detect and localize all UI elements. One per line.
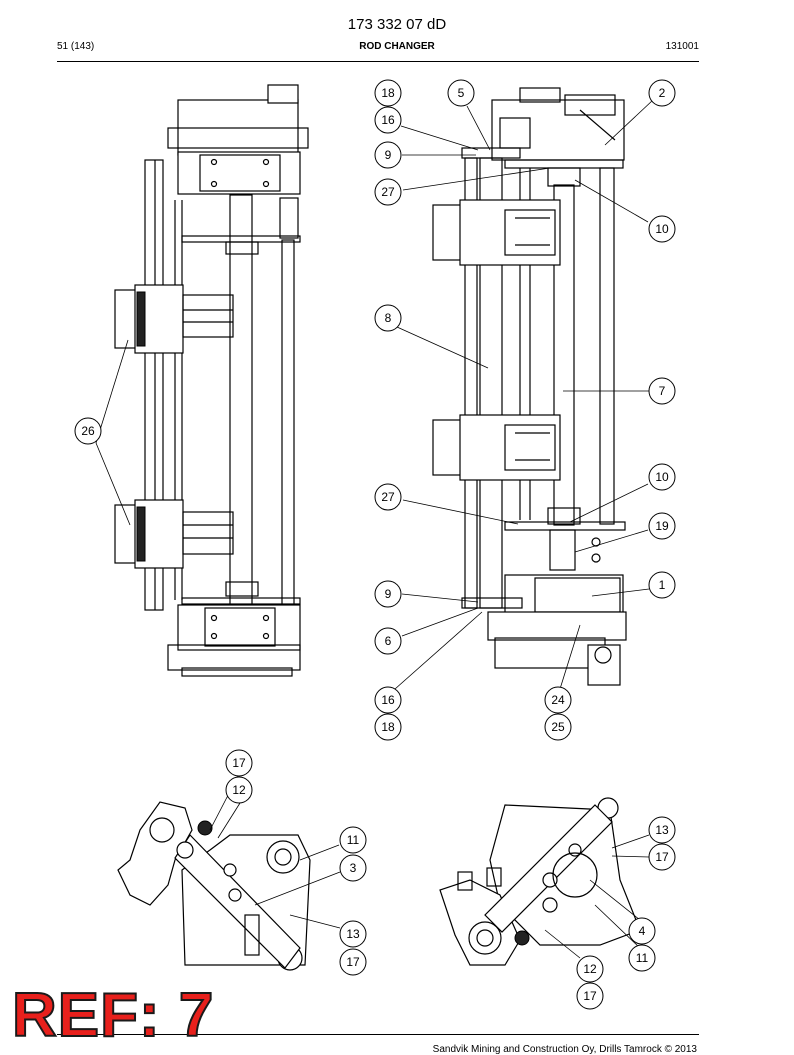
callout-9: 9 bbox=[374, 141, 402, 169]
footer-copyright: Sandvik Mining and Construction Oy, Dril… bbox=[432, 1044, 697, 1055]
leader-lines bbox=[95, 99, 654, 959]
svg-text:12: 12 bbox=[232, 783, 246, 797]
callout-13: 13 bbox=[339, 920, 367, 948]
svg-text:13: 13 bbox=[346, 927, 360, 941]
callout-16: 16 bbox=[374, 106, 402, 134]
callout-17: 17 bbox=[576, 982, 604, 1010]
svg-text:25: 25 bbox=[551, 720, 565, 734]
callout-4: 4 bbox=[628, 917, 656, 945]
page-title: ROD CHANGER bbox=[359, 41, 435, 52]
svg-text:6: 6 bbox=[385, 634, 392, 648]
svg-text:1: 1 bbox=[659, 578, 666, 592]
callout-24: 24 bbox=[544, 686, 572, 714]
callout-18: 18 bbox=[374, 79, 402, 107]
callout-17: 17 bbox=[225, 749, 253, 777]
callout-3: 3 bbox=[339, 854, 367, 882]
callout-7: 7 bbox=[648, 377, 676, 405]
svg-text:3: 3 bbox=[350, 861, 357, 875]
svg-text:18: 18 bbox=[381, 86, 395, 100]
svg-text:26: 26 bbox=[81, 424, 95, 438]
callout-8: 8 bbox=[374, 304, 402, 332]
callout-5: 5 bbox=[447, 79, 475, 107]
reference-stamp: REF: 7 bbox=[11, 981, 215, 1050]
svg-text:24: 24 bbox=[551, 693, 565, 707]
svg-text:13: 13 bbox=[655, 823, 669, 837]
svg-text:12: 12 bbox=[583, 962, 597, 976]
callout-27: 27 bbox=[374, 178, 402, 206]
callout-27: 27 bbox=[374, 483, 402, 511]
svg-text:18: 18 bbox=[381, 720, 395, 734]
svg-text:11: 11 bbox=[636, 951, 649, 965]
svg-text:11: 11 bbox=[347, 833, 360, 847]
callout-17: 17 bbox=[339, 948, 367, 976]
svg-text:9: 9 bbox=[385, 587, 392, 601]
catalog-code: 131001 bbox=[665, 41, 699, 52]
svg-text:10: 10 bbox=[655, 470, 669, 484]
page-number: 51 (143) bbox=[57, 41, 95, 52]
svg-text:10: 10 bbox=[655, 222, 669, 236]
svg-text:27: 27 bbox=[381, 490, 395, 504]
callout-2: 2 bbox=[648, 79, 676, 107]
svg-text:17: 17 bbox=[583, 989, 597, 1003]
callout-1: 1 bbox=[648, 571, 676, 599]
svg-text:19: 19 bbox=[655, 519, 669, 533]
callout-26: 26 bbox=[74, 417, 102, 445]
svg-text:16: 16 bbox=[381, 113, 395, 127]
callout-11: 11 bbox=[339, 826, 367, 854]
svg-text:4: 4 bbox=[639, 924, 646, 938]
svg-text:17: 17 bbox=[346, 955, 360, 969]
callout-10: 10 bbox=[648, 215, 676, 243]
callout-6: 6 bbox=[374, 627, 402, 655]
svg-text:5: 5 bbox=[458, 86, 465, 100]
svg-text:27: 27 bbox=[381, 185, 395, 199]
svg-text:2: 2 bbox=[659, 86, 666, 100]
callout-16: 16 bbox=[374, 686, 402, 714]
callout-17: 17 bbox=[648, 843, 676, 871]
callout-12: 12 bbox=[225, 776, 253, 804]
end-view-left bbox=[117, 801, 311, 971]
right-assembly-view bbox=[432, 87, 627, 686]
callout-19: 19 bbox=[648, 512, 676, 540]
callout-25: 25 bbox=[544, 713, 572, 741]
svg-text:17: 17 bbox=[232, 756, 246, 770]
svg-text:7: 7 bbox=[659, 384, 666, 398]
svg-text:17: 17 bbox=[655, 850, 669, 864]
document-number: 173 332 07 dD bbox=[347, 16, 447, 33]
svg-text:9: 9 bbox=[385, 148, 392, 162]
end-view-right bbox=[439, 797, 641, 966]
callout-9: 9 bbox=[374, 580, 402, 608]
left-assembly-view bbox=[114, 84, 309, 677]
footer-rule bbox=[57, 1034, 699, 1035]
callout-13: 13 bbox=[648, 816, 676, 844]
callout-11: 11 bbox=[628, 944, 656, 972]
svg-text:16: 16 bbox=[381, 693, 395, 707]
callout-12: 12 bbox=[576, 955, 604, 983]
callout-10: 10 bbox=[648, 463, 676, 491]
svg-text:8: 8 bbox=[385, 311, 392, 325]
callout-18: 18 bbox=[374, 713, 402, 741]
header-rule bbox=[57, 61, 699, 62]
